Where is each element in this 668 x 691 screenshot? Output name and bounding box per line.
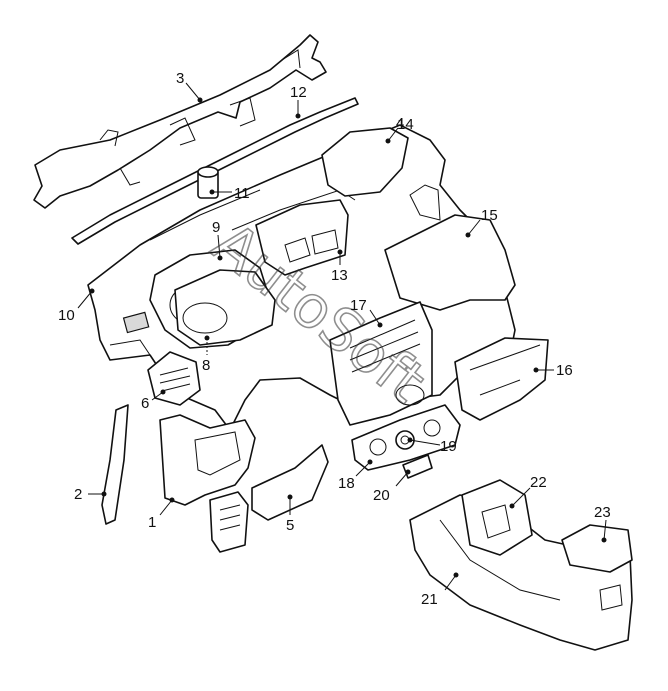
part-17-center-stack	[329, 301, 433, 426]
part-1-knee-panel	[159, 414, 256, 506]
svg-text:15: 15	[481, 207, 498, 224]
part-2-side-bracket	[101, 404, 129, 525]
svg-text:19: 19	[440, 438, 457, 455]
svg-text:5: 5	[286, 517, 294, 534]
svg-text:13: 13	[331, 267, 348, 284]
callout-13: 13	[331, 249, 348, 284]
callout-22: 22	[509, 474, 547, 509]
svg-text:14: 14	[397, 116, 414, 133]
part-16-glove-box	[454, 337, 549, 421]
svg-text:9: 9	[212, 219, 220, 236]
svg-text:2: 2	[74, 486, 82, 503]
svg-text:4: 4	[396, 115, 404, 132]
callout-12: 12	[290, 84, 307, 119]
callout-9: 9	[212, 219, 223, 261]
svg-text:8: 8	[202, 357, 210, 374]
part-23-armrest	[561, 524, 633, 573]
callout-20: 20	[373, 469, 411, 504]
part-19-knob	[395, 430, 415, 450]
svg-text:17: 17	[350, 297, 367, 314]
part-14-passenger-airbag	[321, 127, 409, 197]
callout-23: 23	[594, 504, 611, 543]
svg-text:12: 12	[290, 84, 307, 101]
callout-17: 17	[350, 297, 383, 328]
svg-text:3: 3	[176, 70, 184, 87]
callout-18: 18	[338, 459, 373, 492]
callout-3: 3	[176, 70, 203, 103]
part-13-center-vent	[255, 199, 349, 276]
svg-text:11: 11	[234, 185, 250, 202]
svg-text:20: 20	[373, 487, 390, 504]
part-22-console-trim	[461, 479, 533, 556]
svg-text:10: 10	[58, 307, 75, 324]
svg-text:22: 22	[530, 474, 547, 491]
svg-text:18: 18	[338, 475, 355, 492]
part-5-trim-panel	[251, 444, 329, 521]
svg-text:1: 1	[148, 514, 156, 531]
svg-text:6: 6	[141, 395, 149, 412]
fuse-box	[209, 491, 249, 553]
part-3-crosscar-beam	[33, 34, 327, 209]
callout-10: 10	[58, 288, 95, 324]
callout-4: 4	[385, 115, 404, 144]
callout-21: 21	[421, 572, 459, 608]
callout-6: 6	[141, 389, 166, 412]
callout-2: 2	[74, 486, 107, 503]
callout-14: 14	[397, 116, 414, 133]
svg-text:21: 21	[421, 591, 438, 608]
part-8-cluster-bezel	[174, 269, 276, 346]
callout-8: 8	[202, 335, 210, 374]
callout-1: 1	[148, 497, 175, 531]
callout-15: 15	[465, 207, 498, 238]
svg-text:23: 23	[594, 504, 611, 521]
svg-text:16: 16	[556, 362, 573, 379]
callout-19: 19	[407, 437, 457, 455]
callout-16: 16	[533, 362, 573, 379]
callout-11: 11	[209, 185, 250, 202]
part-11-sensor	[197, 166, 219, 199]
callout-5: 5	[286, 494, 294, 534]
